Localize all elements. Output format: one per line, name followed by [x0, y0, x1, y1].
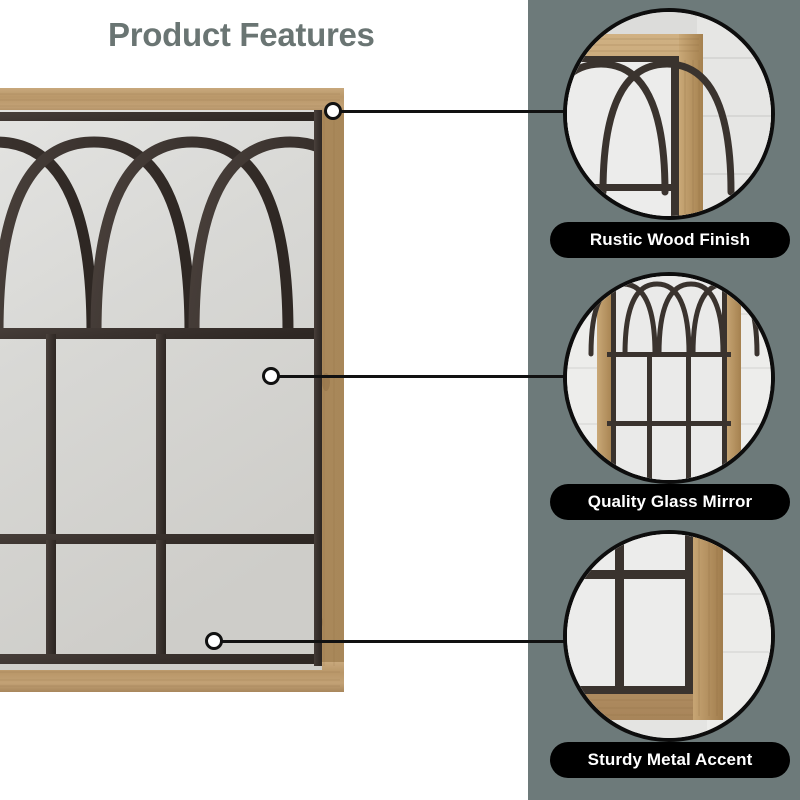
status-badge-sturdy-metal-accent[interactable]: Sturdy Metal Accent: [550, 742, 790, 778]
detail-circle-quality-glass-mirror[interactable]: [563, 272, 775, 484]
connector-line-quality-glass-mirror: [278, 375, 588, 378]
badge-label: Sturdy Metal Accent: [587, 750, 753, 769]
status-badge-quality-glass-mirror[interactable]: Quality Glass Mirror: [550, 484, 790, 520]
callout-dot-rustic-wood-finish[interactable]: [324, 102, 342, 120]
page-title: Product Features: [108, 16, 375, 53]
detail-circle-rustic-wood-finish[interactable]: [563, 8, 775, 220]
badge-label: Rustic Wood Finish: [589, 230, 751, 249]
callout-dot-sturdy-metal-accent[interactable]: [205, 632, 223, 650]
callout-dot-quality-glass-mirror[interactable]: [262, 367, 280, 385]
status-badge-rustic-wood-finish[interactable]: Rustic Wood Finish: [550, 222, 790, 258]
product-photo-main-mirror: [0, 82, 360, 702]
badge-label: Quality Glass Mirror: [587, 492, 753, 511]
detail-circle-sturdy-metal-accent[interactable]: [563, 530, 775, 742]
connector-line-sturdy-metal-accent: [221, 640, 588, 643]
connector-line-rustic-wood-finish: [340, 110, 590, 113]
